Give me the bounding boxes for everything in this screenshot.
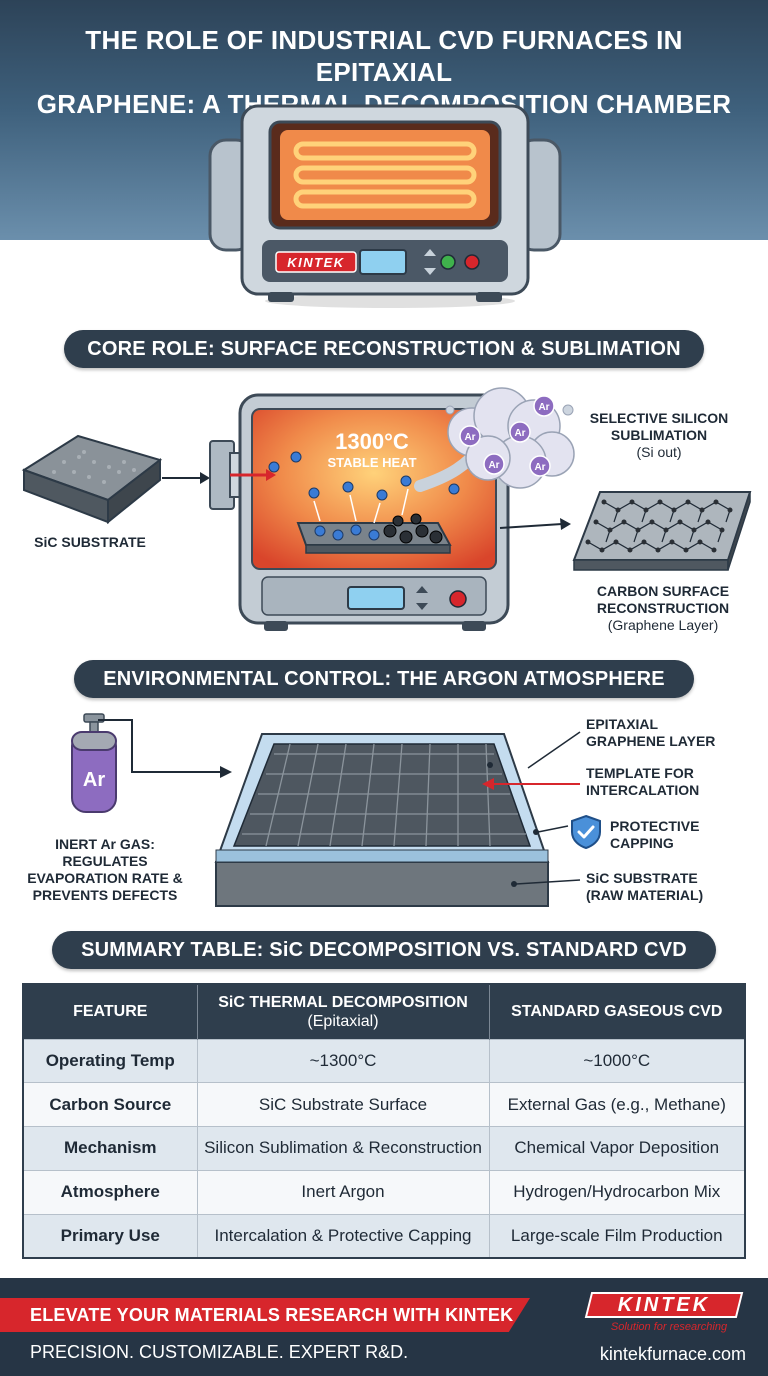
argon-atom-label: Ar bbox=[514, 428, 525, 439]
furnace-green-light bbox=[440, 254, 456, 270]
graphene-lattice bbox=[587, 501, 731, 551]
column-header-sic-decomposition: SiC THERMAL DECOMPOSITION (Epitaxial) bbox=[197, 985, 490, 1039]
footer-tagline: PRECISION. CUSTOMIZABLE. EXPERT R&D. bbox=[30, 1342, 409, 1362]
section-title-summary-table: SUMMARY TABLE: SiC DECOMPOSITION VS. STA… bbox=[52, 931, 716, 969]
furnace-display bbox=[359, 249, 407, 275]
table-cell: Intercalation & Protective Capping bbox=[197, 1213, 490, 1257]
table-cell-feature: Primary Use bbox=[24, 1213, 198, 1257]
table-cell-feature: Atmosphere bbox=[24, 1169, 198, 1215]
env-callout-lines bbox=[482, 731, 581, 887]
argon-atom-label: Ar bbox=[464, 432, 475, 443]
table-row: Primary Use Intercalation & Protective C… bbox=[24, 1213, 744, 1257]
chamber-temperature: 1300°C bbox=[335, 429, 409, 454]
table-cell: External Gas (e.g., Methane) bbox=[489, 1082, 744, 1127]
callout-epitaxial-graphene: EPITAXIAL GRAPHENE LAYER bbox=[586, 716, 716, 749]
epitaxial-graphene-sheet bbox=[232, 743, 532, 847]
sublimation-furnace-red-button bbox=[449, 590, 467, 608]
column-header-label: STANDARD GASEOUS CVD bbox=[511, 1003, 723, 1021]
table-cell-feature: Operating Temp bbox=[24, 1038, 198, 1083]
argon-atom-label: Ar bbox=[538, 402, 549, 413]
cta-text[interactable]: ELEVATE YOUR MATERIALS RESEARCH WITH KIN… bbox=[30, 1305, 514, 1325]
table-cell: Chemical Vapor Deposition bbox=[489, 1126, 744, 1171]
brand-logo-text: KINTEK bbox=[617, 1294, 711, 1316]
table-header-row: FEATURE SiC THERMAL DECOMPOSITION (Epita… bbox=[24, 985, 744, 1039]
argon-atom-label: Ar bbox=[534, 462, 545, 473]
callout-protective-capping: PROTECTIVE CAPPING bbox=[610, 818, 700, 851]
table-cell: Silicon Sublimation & Reconstruction bbox=[197, 1126, 490, 1171]
furnace-brand-plate bbox=[275, 251, 357, 273]
furnace-brand-text: KINTEK bbox=[287, 255, 345, 270]
cta-band bbox=[0, 1298, 530, 1332]
page-title: THE ROLE OF INDUSTRIAL CVD FURNACES IN E… bbox=[0, 24, 768, 120]
chamber-temperature-caption: STABLE HEAT bbox=[327, 455, 416, 470]
table-cell: Large-scale Film Production bbox=[489, 1213, 744, 1257]
hero-shadow bbox=[265, 294, 515, 308]
table-cell: Hydrogen/Hydrocarbon Mix bbox=[489, 1169, 744, 1215]
shield-icon bbox=[571, 814, 601, 850]
layered-substrate-diagram bbox=[214, 733, 550, 907]
table-row: Mechanism Silicon Sublimation & Reconstr… bbox=[24, 1126, 744, 1171]
section-title-environmental-control: ENVIRONMENTAL CONTROL: THE ARGON ATMOSPH… bbox=[74, 660, 694, 698]
section-title-core-role: CORE ROLE: SURFACE RECONSTRUCTION & SUBL… bbox=[64, 330, 704, 368]
table-cell: Inert Argon bbox=[197, 1169, 490, 1215]
reconstruction-title: CARBON SURFACE RECONSTRUCTION bbox=[596, 583, 730, 616]
arrow-substrate-to-furnace bbox=[162, 472, 210, 484]
argon-atom-label: Ar bbox=[488, 460, 499, 471]
argon-vapor-cloud: Ar Ar Ar Ar Ar bbox=[414, 387, 575, 492]
arrow-furnace-to-graphene bbox=[499, 518, 571, 530]
table-cell: ~1300°C bbox=[197, 1038, 490, 1083]
carbon-atoms bbox=[383, 513, 443, 544]
hero-furnace-illustration: KINTEK bbox=[208, 104, 562, 302]
table-row: Operating Temp ~1300°C ~1000°C bbox=[24, 1038, 744, 1083]
silicon-atoms bbox=[268, 451, 460, 541]
reconstruction-label: CARBON SURFACE RECONSTRUCTION (Graphene … bbox=[578, 583, 748, 634]
sublimation-label: SELECTIVE SILICON SUBLIMATION (Si out) bbox=[574, 410, 744, 461]
column-header-label: FEATURE bbox=[73, 1003, 148, 1021]
sublimation-sub: (Si out) bbox=[636, 444, 682, 460]
column-header-label: SiC THERMAL DECOMPOSITION bbox=[218, 993, 468, 1011]
sic-substrate-label: SiC SUBSTRATE bbox=[34, 534, 146, 550]
sic-substrate-block bbox=[21, 434, 163, 525]
argon-cylinder-symbol: Ar bbox=[83, 769, 105, 791]
reconstruction-sub: (Graphene Layer) bbox=[607, 617, 719, 633]
column-header-feature: FEATURE bbox=[24, 985, 198, 1039]
table-cell: ~1000°C bbox=[489, 1038, 744, 1083]
table-cell: SiC Substrate Surface bbox=[197, 1082, 490, 1127]
furnace-red-light bbox=[464, 254, 480, 270]
table-cell-feature: Mechanism bbox=[24, 1126, 198, 1171]
table-row: Atmosphere Inert Argon Hydrogen/Hydrocar… bbox=[24, 1169, 744, 1215]
graphene-layer-sheet bbox=[572, 491, 752, 571]
callout-sic-substrate: SiC SUBSTRATE (RAW MATERIAL) bbox=[586, 870, 704, 903]
argon-atoms bbox=[459, 395, 555, 477]
callout-template-intercalation: TEMPLATE FOR INTERCALATION bbox=[586, 765, 700, 798]
brand-slogan: Solution for researching bbox=[610, 1321, 728, 1333]
table-cell-feature: Carbon Source bbox=[24, 1082, 198, 1127]
sublimation-title: SELECTIVE SILICON SUBLIMATION bbox=[589, 410, 729, 443]
graphene-callout-dot bbox=[487, 762, 493, 768]
sublimation-furnace-display bbox=[347, 586, 405, 610]
footer-banner: ELEVATE YOUR MATERIALS RESEARCH WITH KIN… bbox=[0, 1278, 768, 1376]
table-row: Carbon Source SiC Substrate Surface Exte… bbox=[24, 1082, 744, 1127]
column-header-standard-cvd: STANDARD GASEOUS CVD bbox=[489, 985, 744, 1039]
argon-gas-cylinder: Ar bbox=[71, 713, 232, 813]
sublimation-furnace-illustration: 1300°C STABLE HEAT bbox=[209, 393, 510, 631]
summary-table: FEATURE SiC THERMAL DECOMPOSITION (Epita… bbox=[22, 983, 746, 1259]
inert-gas-label: INERT Ar GAS: REGULATES EVAPORATION RATE… bbox=[27, 836, 183, 903]
column-header-sub: (Epitaxial) bbox=[307, 1012, 379, 1030]
website-link[interactable]: kintekfurnace.com bbox=[599, 1344, 746, 1364]
page-title-line-1: THE ROLE OF INDUSTRIAL CVD FURNACES IN E… bbox=[85, 25, 683, 87]
